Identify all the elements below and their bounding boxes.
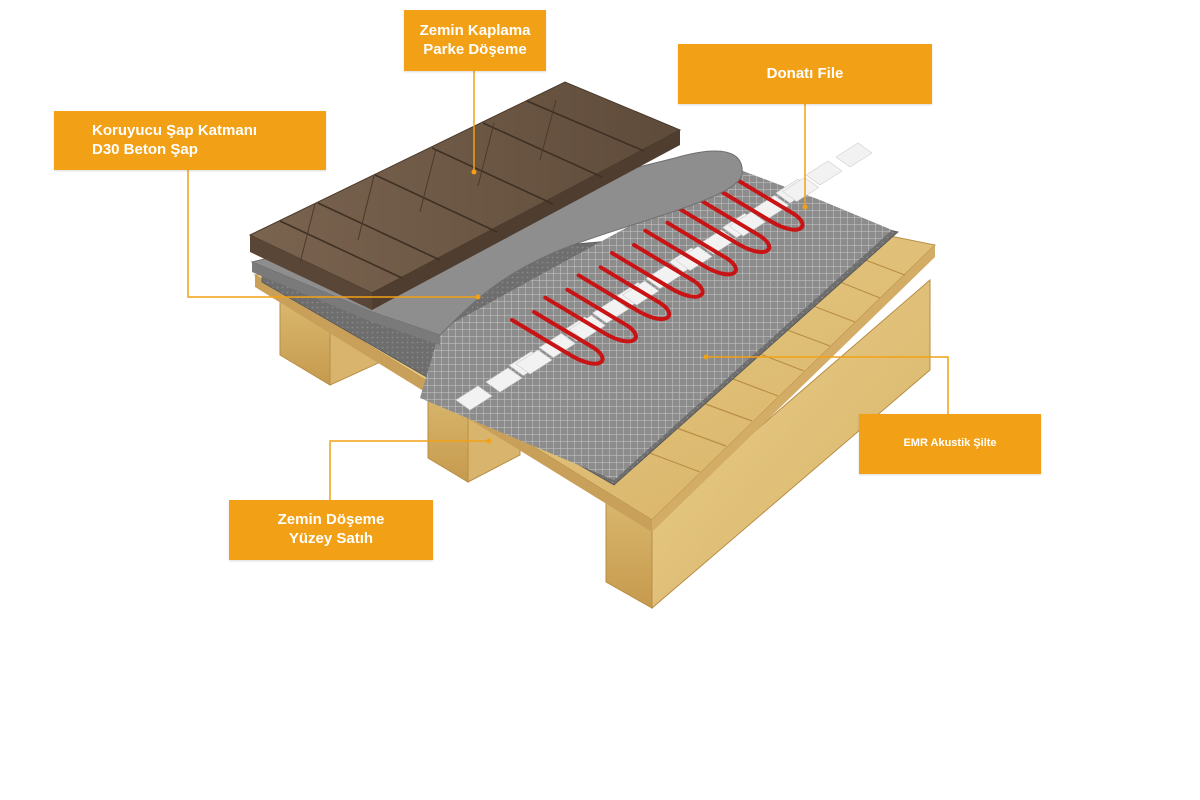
tape-strip: [805, 160, 843, 186]
heating-cable-loop: [676, 198, 772, 255]
label-donati-file: Donatı File: [678, 44, 932, 104]
tape-strip: [782, 177, 820, 202]
label-emr-akustik: EMR Akustik Şilte: [859, 414, 1041, 474]
label-zemin-kaplama: Zemin Kaplama Parke Döşeme: [404, 10, 546, 71]
tape-strip: [515, 349, 553, 375]
heating-system: [455, 142, 873, 411]
heating-cable-loop: [643, 220, 738, 277]
label-zemin-doseme-line2: Yüzey Satıh: [288, 530, 374, 547]
label-zemin-kaplama-line1: Zemin Kaplama: [419, 21, 531, 39]
heating-cable-loop: [576, 265, 672, 322]
leader-koruyucu: [187, 170, 476, 298]
leader-zemin-doseme: [329, 440, 487, 500]
label-emr-akustik-line1: EMR Akustik Şilte: [903, 437, 997, 450]
heating-cable-loop: [510, 310, 605, 366]
tape-strip: [592, 298, 630, 324]
heating-cable-loop: [610, 243, 705, 299]
leader-lines: [187, 71, 949, 500]
label-zemin-kaplama-line2: Parke Döşeme: [423, 40, 527, 58]
label-zemin-doseme: Zemin Döşeme Yüzey Satıh: [229, 500, 433, 560]
label-zemin-doseme-line1: Zemin Döşeme: [277, 511, 385, 529]
parquet-flooring: [248, 81, 682, 310]
label-koruyucu-sap-line2: D30 Beton Şap: [92, 140, 198, 158]
tape-strip: [835, 142, 873, 168]
reinforcement-mesh: [420, 168, 892, 480]
label-donati-file-line1: Donatı File: [766, 64, 844, 82]
heating-cable-loop: [710, 176, 805, 232]
leader-emr: [706, 356, 949, 414]
label-koruyucu-sap-line1: Koruyucu Şap Katmanı: [92, 121, 258, 139]
tape-strip: [728, 211, 766, 237]
tape-strip: [485, 367, 523, 393]
heating-cable-loop: [543, 287, 638, 344]
label-koruyucu-sap: Koruyucu Şap Katmanı D30 Beton Şap: [54, 111, 326, 170]
tape-strip: [455, 385, 493, 411]
